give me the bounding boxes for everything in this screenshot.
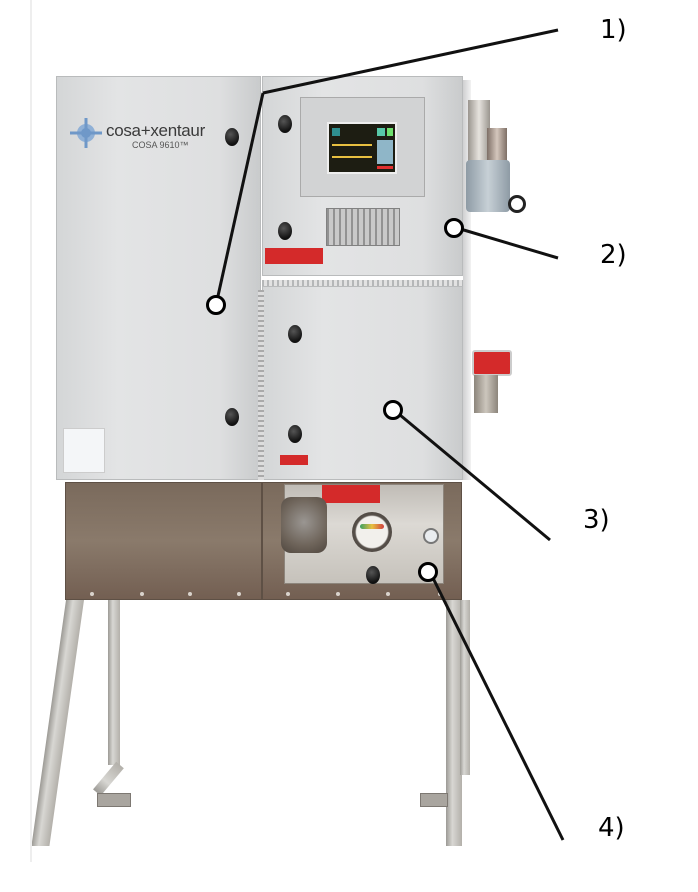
callout-1-label: 1) xyxy=(600,15,627,45)
screw xyxy=(386,592,390,596)
screw xyxy=(188,592,192,596)
flow-meter xyxy=(281,497,327,553)
warning-label xyxy=(265,248,323,264)
valve-handle-icon xyxy=(508,195,526,213)
door-seam xyxy=(258,290,264,480)
callout-3-label: 3) xyxy=(583,505,610,535)
callout-2-label: 2) xyxy=(600,240,627,270)
control-warning-label xyxy=(322,485,380,503)
sample-inlet-valve xyxy=(468,100,490,162)
latch-icon xyxy=(225,128,239,146)
pressure-gauge-small xyxy=(423,528,439,544)
callout-4-label: 4) xyxy=(598,813,625,843)
stand-leg-left-rear xyxy=(108,600,120,765)
touchscreen-display xyxy=(327,122,397,174)
callout-3-marker[interactable] xyxy=(383,400,403,420)
crosshair-logo-icon xyxy=(70,118,102,148)
valve-body xyxy=(466,160,510,212)
relief-valve xyxy=(474,375,498,413)
base-panel-left xyxy=(65,482,262,600)
stand-foot-right xyxy=(420,793,448,807)
latch-icon xyxy=(278,115,292,133)
left-edge-line xyxy=(30,0,32,862)
differential-pressure-gauge xyxy=(352,512,392,552)
stand-leg-right-rear xyxy=(460,600,470,775)
screw xyxy=(140,592,144,596)
hinge-strip xyxy=(262,280,463,286)
latch-icon xyxy=(288,325,302,343)
warning-label xyxy=(280,455,308,465)
screw xyxy=(237,592,241,596)
stand-leg-right xyxy=(446,600,462,846)
latch-icon xyxy=(278,222,292,240)
right-side-wall xyxy=(463,80,471,480)
callout-2-marker[interactable] xyxy=(444,218,464,238)
callout-1-marker[interactable] xyxy=(206,295,226,315)
stand-foot-left xyxy=(97,793,131,807)
screw xyxy=(90,592,94,596)
brand-logo xyxy=(68,118,104,148)
latch-icon xyxy=(288,425,302,443)
brand-name: cosa+xentaur xyxy=(106,121,205,140)
screw xyxy=(336,592,340,596)
info-sticker xyxy=(63,428,105,473)
latch-icon xyxy=(225,408,239,426)
model-name: COSA 9610™ xyxy=(132,140,189,150)
screw xyxy=(286,592,290,596)
keypad xyxy=(326,208,400,246)
callout-4-marker[interactable] xyxy=(418,562,438,582)
lower-right-enclosure-door xyxy=(262,286,463,480)
gauge-arc xyxy=(360,524,384,529)
control-knob-icon xyxy=(366,566,380,584)
